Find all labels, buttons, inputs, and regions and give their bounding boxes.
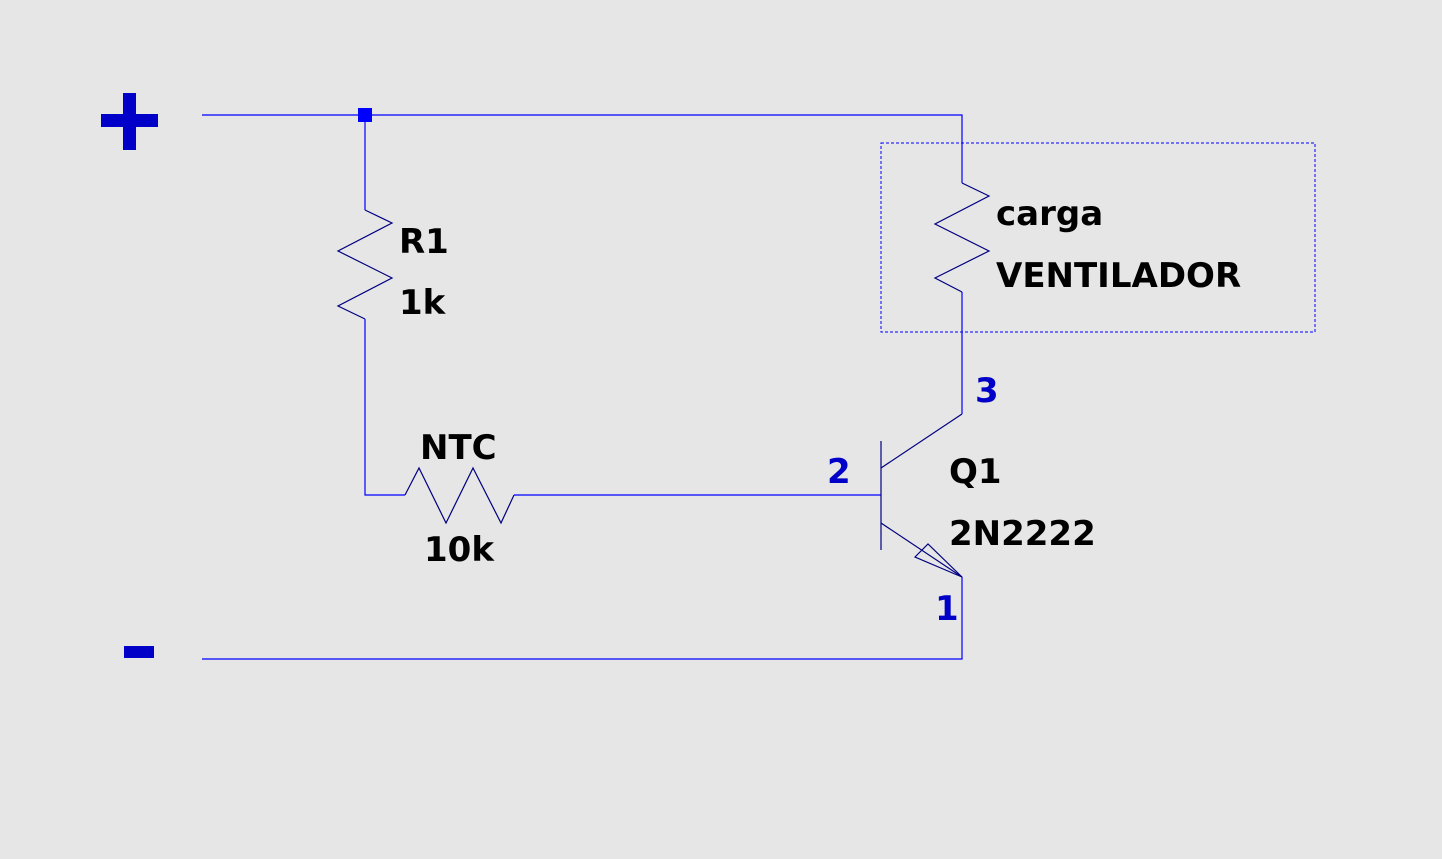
r1-name-label: R1 bbox=[399, 222, 449, 262]
npn-transistor-q1-icon[interactable] bbox=[880, 413, 963, 578]
wire-negative-rail[interactable] bbox=[202, 577, 963, 660]
thermistor-ntc-icon[interactable] bbox=[404, 466, 515, 525]
r1-value-label: 1k bbox=[399, 283, 447, 323]
resistor-r1-icon[interactable] bbox=[336, 209, 394, 320]
wire-r1-to-ntc[interactable] bbox=[364, 319, 405, 496]
pin-collector-label: 3 bbox=[975, 371, 999, 411]
wire-positive-rail[interactable] bbox=[202, 114, 963, 183]
pin-emitter-label: 1 bbox=[935, 589, 959, 629]
pin-base-label: 2 bbox=[827, 452, 851, 492]
ntc-name-label: NTC bbox=[420, 428, 497, 468]
resistor-load-icon[interactable] bbox=[933, 182, 991, 293]
load-value-label: VENTILADOR bbox=[996, 256, 1241, 296]
ntc-value-label: 10k bbox=[424, 530, 495, 570]
negative-terminal-icon bbox=[124, 646, 154, 658]
load-name-label: carga bbox=[996, 194, 1103, 234]
q1-value-label: 2N2222 bbox=[949, 514, 1096, 554]
load-box bbox=[880, 142, 1316, 333]
positive-terminal-icon bbox=[101, 93, 158, 150]
q1-name-label: Q1 bbox=[949, 452, 1002, 492]
